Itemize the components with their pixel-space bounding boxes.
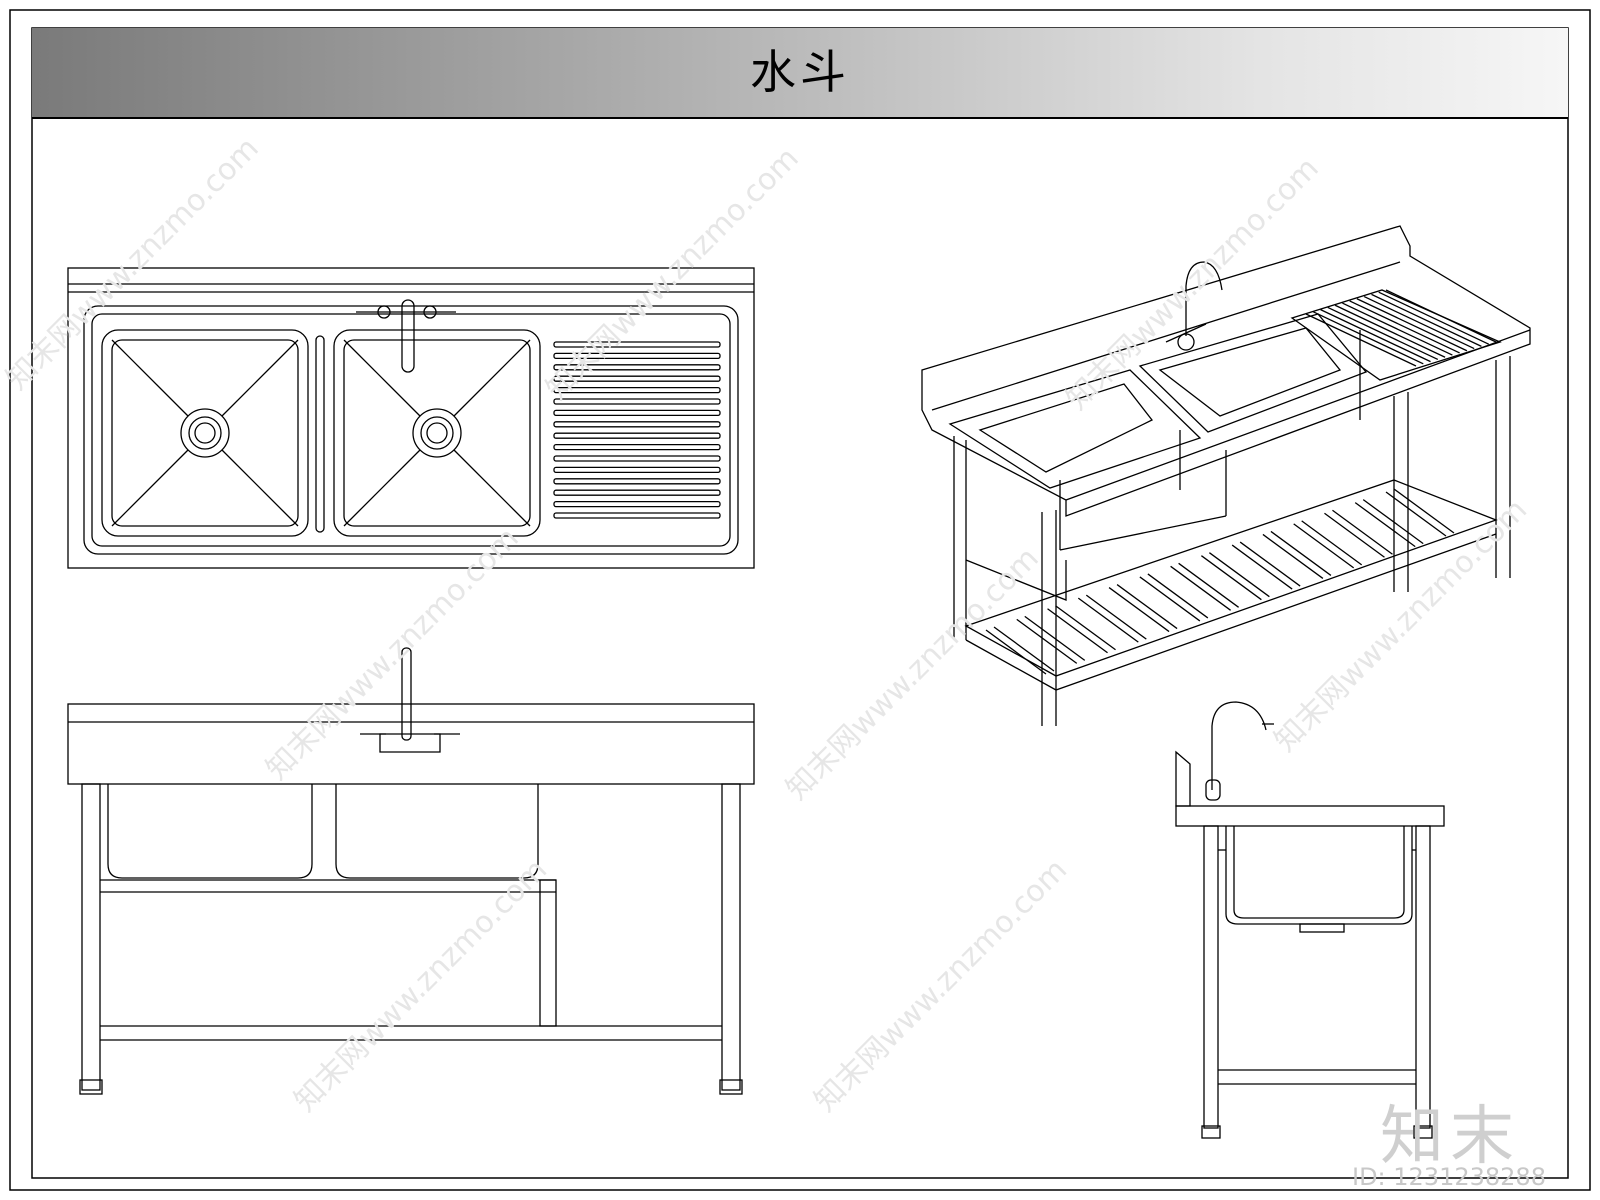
watermark-text: 知末网www.znzmo.com (779, 541, 1045, 807)
watermark-text: 知末网www.znzmo.com (259, 521, 525, 787)
title-bar: 水斗 (32, 28, 1568, 119)
watermark-text: 知末网www.znzmo.com (288, 853, 554, 1119)
watermark-id: ID: 1231238288 (1352, 1163, 1546, 1191)
watermark-text: 知末网www.znzmo.com (0, 131, 266, 397)
watermark-text: 知末网www.znzmo.com (539, 141, 805, 407)
watermark-text: 知末网www.znzmo.com (1268, 493, 1534, 759)
drawing-title: 水斗 (750, 45, 850, 99)
watermark-text: 知末网www.znzmo.com (808, 853, 1074, 1119)
watermark-text: 知末网www.znzmo.com (1059, 151, 1325, 417)
watermark-brand: 知末 (1380, 1100, 1520, 1174)
